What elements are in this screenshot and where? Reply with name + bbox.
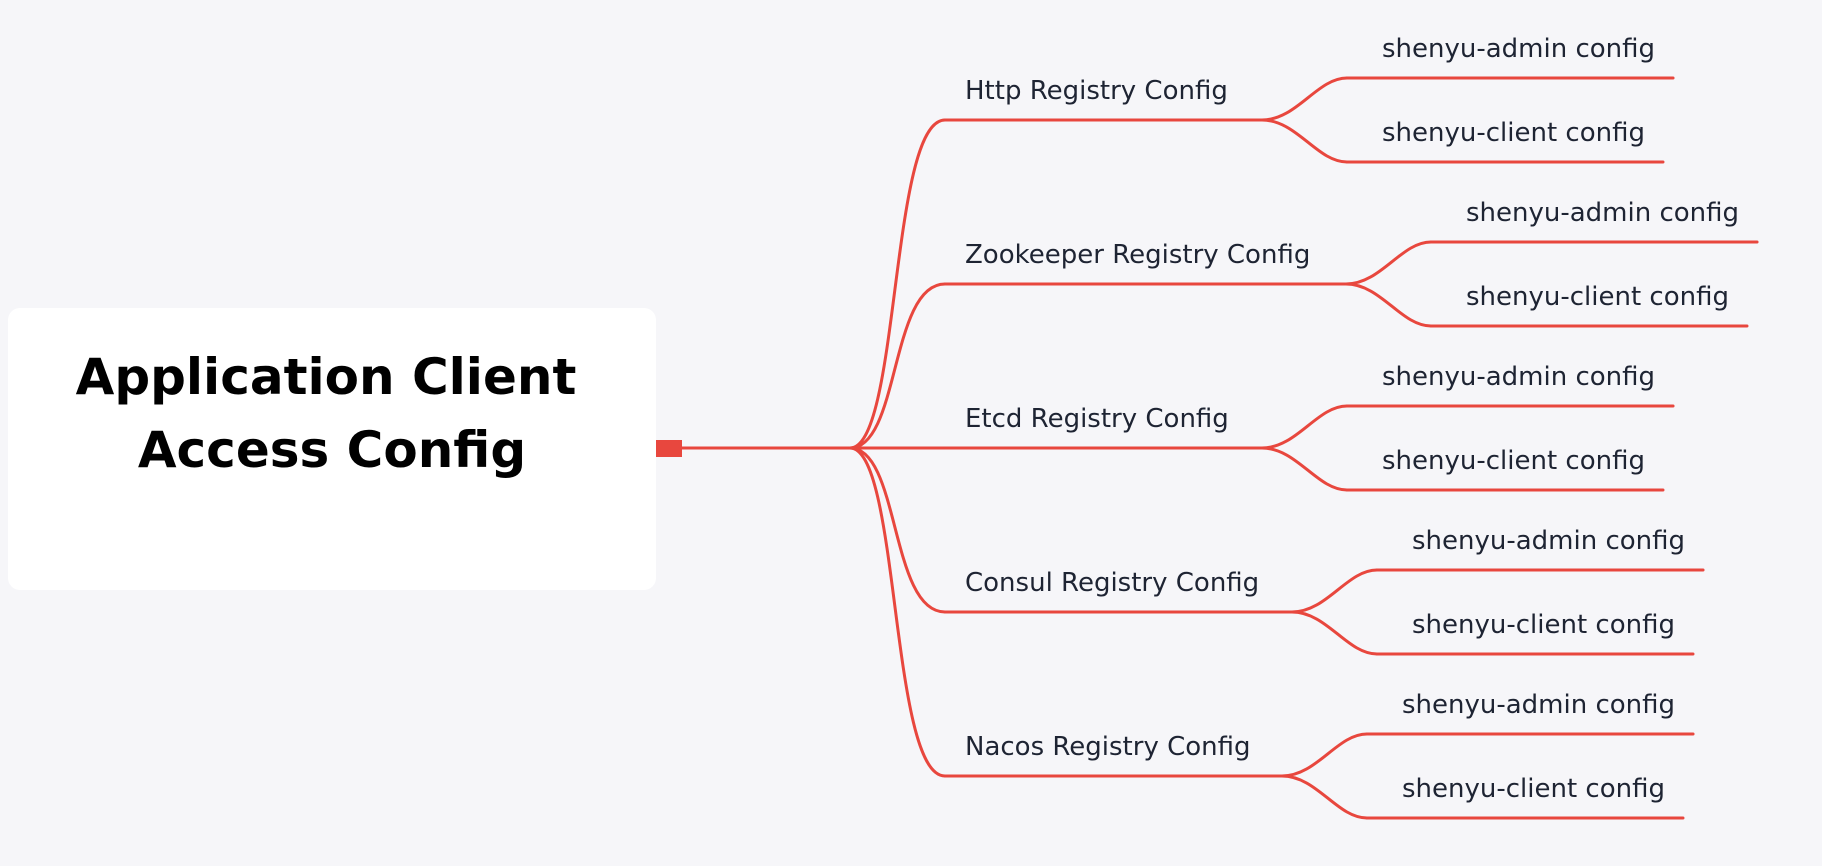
leaf-connector: [1290, 610, 1379, 656]
root-title-line-1: Application Client: [76, 348, 577, 406]
branch-label: Nacos Registry Config: [965, 732, 1251, 762]
branch-connector: [848, 118, 947, 450]
leaf-connector: [1344, 240, 1433, 286]
branch-label: Zookeeper Registry Config: [965, 240, 1310, 270]
root-node-box: [8, 308, 656, 590]
branch-label: Etcd Registry Config: [965, 404, 1229, 434]
leaf-label: shenyu-client config: [1466, 282, 1729, 312]
leaf-label: shenyu-client config: [1412, 610, 1675, 640]
branch-node[interactable]: Http Registry Config: [965, 76, 1228, 106]
branch-label: Consul Registry Config: [965, 568, 1259, 598]
leaf-node[interactable]: shenyu-client config: [1402, 774, 1665, 804]
branch-node[interactable]: Zookeeper Registry Config: [965, 240, 1310, 270]
leaf-connector: [1290, 568, 1379, 614]
leaf-node[interactable]: shenyu-admin config: [1412, 526, 1685, 556]
connector-layer: [680, 76, 1759, 820]
leaf-label: shenyu-admin config: [1382, 362, 1655, 392]
branch-label: Http Registry Config: [965, 76, 1228, 106]
branch-connector: [848, 446, 947, 614]
root-node[interactable]: Application Client Access Config: [8, 308, 656, 590]
leaf-label: shenyu-admin config: [1412, 526, 1685, 556]
leaf-node[interactable]: shenyu-client config: [1382, 446, 1645, 476]
leaf-label: shenyu-client config: [1382, 446, 1645, 476]
collapse-handle[interactable]: [656, 440, 682, 457]
leaf-node[interactable]: shenyu-client config: [1466, 282, 1729, 312]
leaf-connector: [1280, 774, 1369, 820]
root-title-line-2: Access Config: [138, 421, 526, 479]
leaf-label: shenyu-admin config: [1466, 198, 1739, 228]
leaf-node[interactable]: shenyu-admin config: [1382, 34, 1655, 64]
branch-connector: [848, 282, 947, 450]
leaf-connector: [1260, 446, 1349, 492]
leaf-connector: [1344, 282, 1433, 328]
leaf-node[interactable]: shenyu-admin config: [1466, 198, 1739, 228]
leaf-connector: [1260, 404, 1349, 450]
leaf-connector: [1260, 118, 1349, 164]
leaf-label: shenyu-client config: [1382, 118, 1645, 148]
branch-connector: [848, 446, 947, 778]
leaf-connector: [1280, 732, 1369, 778]
branch-nodes: Http Registry Config shenyu-admin config s…: [965, 34, 1739, 804]
leaf-label: shenyu-admin config: [1402, 690, 1675, 720]
leaf-node[interactable]: shenyu-admin config: [1382, 362, 1655, 392]
branch-node[interactable]: Consul Registry Config: [965, 568, 1259, 598]
branch-node[interactable]: Etcd Registry Config: [965, 404, 1229, 434]
branch-node[interactable]: Nacos Registry Config: [965, 732, 1251, 762]
leaf-label: shenyu-client config: [1402, 774, 1665, 804]
leaf-node[interactable]: shenyu-client config: [1412, 610, 1675, 640]
leaf-node[interactable]: shenyu-client config: [1382, 118, 1645, 148]
leaf-node[interactable]: shenyu-admin config: [1402, 690, 1675, 720]
leaf-connector: [1260, 76, 1349, 122]
leaf-label: shenyu-admin config: [1382, 34, 1655, 64]
